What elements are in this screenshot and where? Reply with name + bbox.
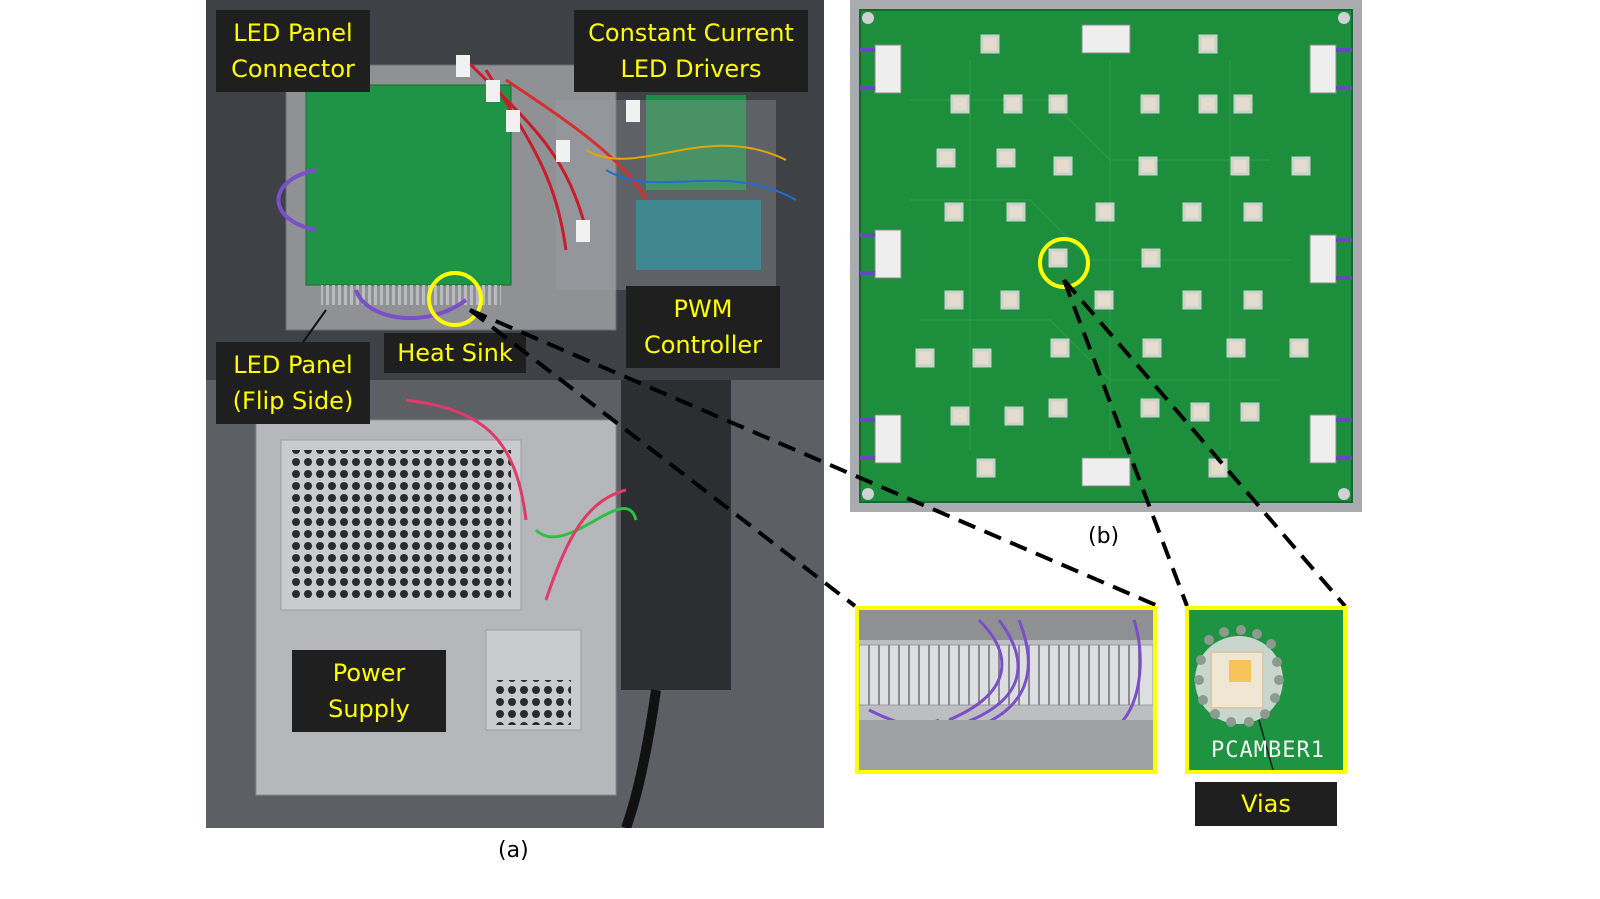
label-led-panel-flip-side: LED Panel (Flip Side) (216, 342, 370, 424)
photo-a-enclosure (206, 0, 824, 828)
label-constant-current-drivers: Constant Current LED Drivers (574, 10, 808, 92)
label-pwm-line1: PWM (673, 295, 733, 323)
vias-illustration (1189, 610, 1343, 770)
label-heat-sink: Heat Sink (384, 333, 526, 373)
label-flip-line1: LED Panel (233, 351, 353, 379)
pcamber1-highlight-circle (1038, 237, 1090, 289)
label-led-panel-connector: LED Panel Connector (216, 10, 370, 92)
label-flip-line2: (Flip Side) (232, 387, 354, 415)
label-power-line2: Supply (328, 695, 410, 723)
heat-sink-fins-illustration (859, 610, 1153, 770)
label-constant-current-line1: Constant Current (588, 19, 794, 47)
inset-heat-sink (855, 606, 1157, 774)
led-panel-pcb-illustration (850, 0, 1362, 512)
label-constant-current-line2: LED Drivers (620, 55, 762, 83)
heat-sink-highlight-circle (427, 271, 483, 327)
label-vias: Vias (1195, 782, 1337, 826)
enclosure-illustration (206, 0, 824, 828)
caption-b: (b) (1088, 524, 1120, 549)
label-pwm-line2: Controller (643, 331, 763, 359)
caption-a: (a) (498, 838, 529, 863)
label-pwm-controller: PWM Controller (626, 286, 780, 368)
label-led-panel-connector-line2: Connector (231, 55, 355, 83)
label-led-panel-connector-line1: LED Panel (233, 19, 353, 47)
inset-led-name: PCAMBER1 (1211, 738, 1325, 763)
photo-b-led-panel (850, 0, 1362, 512)
inset-pcamber1-vias: PCAMBER1 (1185, 606, 1347, 774)
label-heat-sink-text: Heat Sink (397, 339, 513, 367)
label-vias-text: Vias (1241, 790, 1291, 818)
label-power-line1: Power (332, 659, 406, 687)
label-power-supply: Power Supply (292, 650, 446, 732)
